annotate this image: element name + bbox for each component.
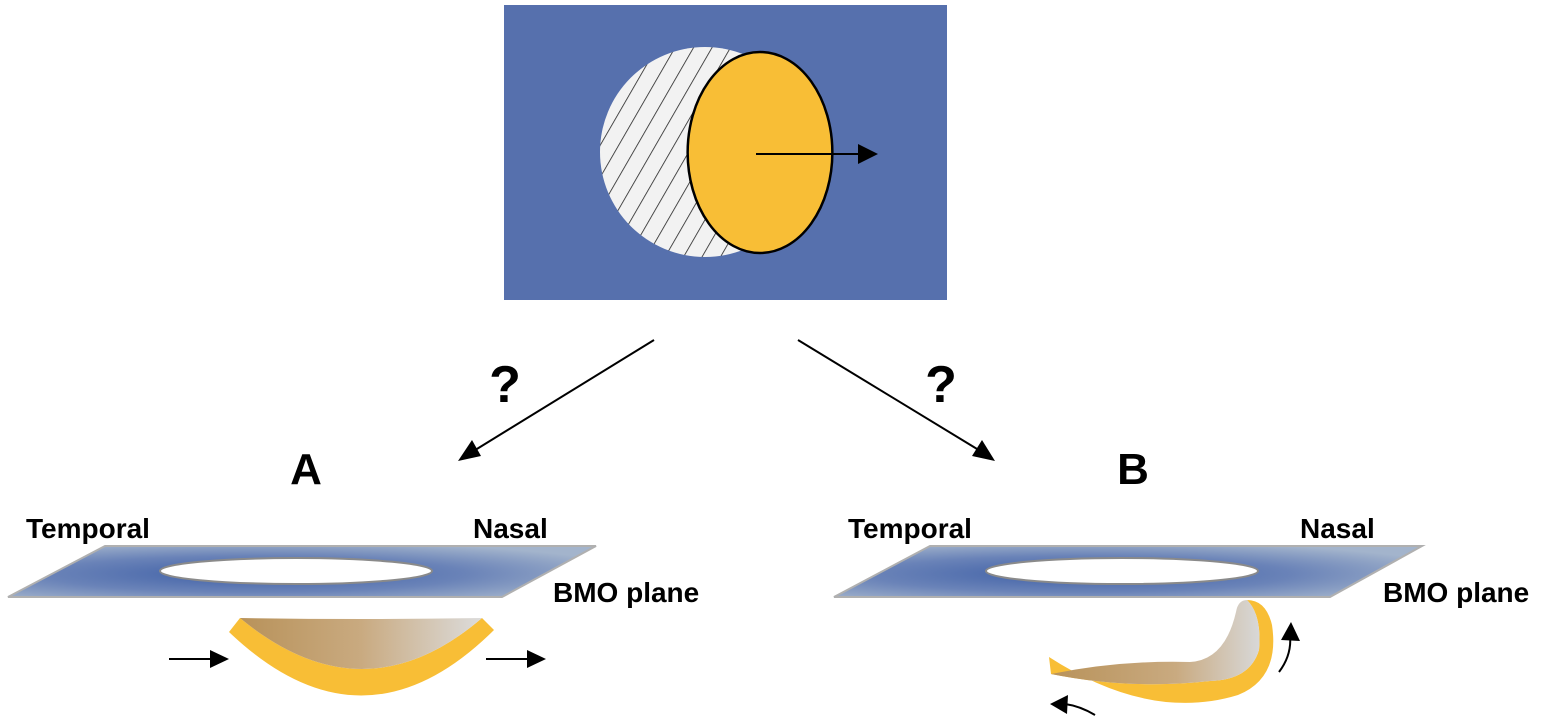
- top-panel: [504, 5, 947, 300]
- panel-b: B Temporal Nasal BMO plane: [833, 445, 1529, 716]
- nasal-label-a: Nasal: [473, 513, 548, 544]
- tilt-arrow-up-b: [1278, 634, 1292, 673]
- bmo-plane-label-a: BMO plane: [553, 577, 699, 608]
- cup-inner-a: [240, 618, 482, 669]
- cup-inner-b: [1051, 600, 1260, 685]
- temporal-label-a: Temporal: [26, 513, 150, 544]
- branch-arrow-left-head: [458, 440, 481, 461]
- question-mark-right: ?: [925, 356, 957, 414]
- bmo-plane-label-b: BMO plane: [1383, 577, 1529, 608]
- shift-arrow-head: [858, 144, 878, 164]
- branch-arrow-right-head: [972, 440, 995, 461]
- panel-a: A Temporal Nasal BMO plane: [7, 445, 699, 696]
- tilt-arrow-up-b-head: [1281, 622, 1300, 641]
- nasal-label-b: Nasal: [1300, 513, 1375, 544]
- tilt-arrow-down-b-head: [1050, 695, 1068, 714]
- bmo-opening-b: [985, 557, 1259, 585]
- shift-arrow-left-a-head: [210, 650, 229, 668]
- branch-arrow-right: [797, 339, 983, 453]
- yellow-disc-region: [686, 50, 834, 255]
- bmo-opening-a: [159, 557, 433, 585]
- question-mark-left: ?: [489, 356, 521, 414]
- shift-arrow-right-a-head: [527, 650, 546, 668]
- cup-surface-a: [229, 618, 494, 696]
- panel-a-label: A: [290, 445, 322, 494]
- tilt-arrow-down-b: [1064, 703, 1096, 716]
- panel-b-label: B: [1117, 445, 1149, 494]
- branch-arrows: ? ?: [458, 339, 995, 461]
- branch-arrow-left: [471, 339, 655, 453]
- temporal-label-b: Temporal: [848, 513, 972, 544]
